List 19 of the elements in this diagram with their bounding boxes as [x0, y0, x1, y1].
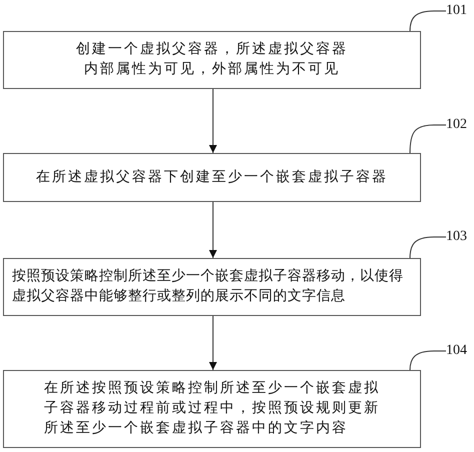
reference-number: 103 [446, 229, 467, 245]
process-box [3, 258, 421, 316]
process-box [3, 153, 421, 202]
arrow [209, 316, 217, 370]
process-box [3, 370, 421, 448]
reference-number: 101 [446, 3, 467, 19]
leader-line [410, 350, 446, 370]
leader-line [410, 124, 446, 154]
arrow [209, 202, 217, 258]
step-text: 在所述按照预设策略控制所述至少一个嵌套虚拟子容器移动过程前或过程中，按照预设规则更新所述至少一个嵌套虚拟子容器中的文字内容 [44, 379, 380, 438]
step-text: 在所述虚拟父容器下创建至少一个嵌套虚拟子容器 [36, 168, 388, 186]
arrow [209, 88, 217, 154]
reference-number: 102 [446, 117, 467, 133]
reference-number: 104 [446, 343, 467, 359]
leader-line [410, 236, 446, 258]
step-text: 创建一个虚拟父容器，所述虚拟父容器内部属性为可见，外部属性为不可见 [75, 40, 349, 79]
step-text: 按照预设策略控制所述至少一个嵌套虚拟子容器移动，以使得虚拟父容器中能够整行或整列的展示不同的文字信息 [12, 267, 404, 306]
process-box [3, 31, 421, 89]
leader-line [410, 10, 446, 32]
